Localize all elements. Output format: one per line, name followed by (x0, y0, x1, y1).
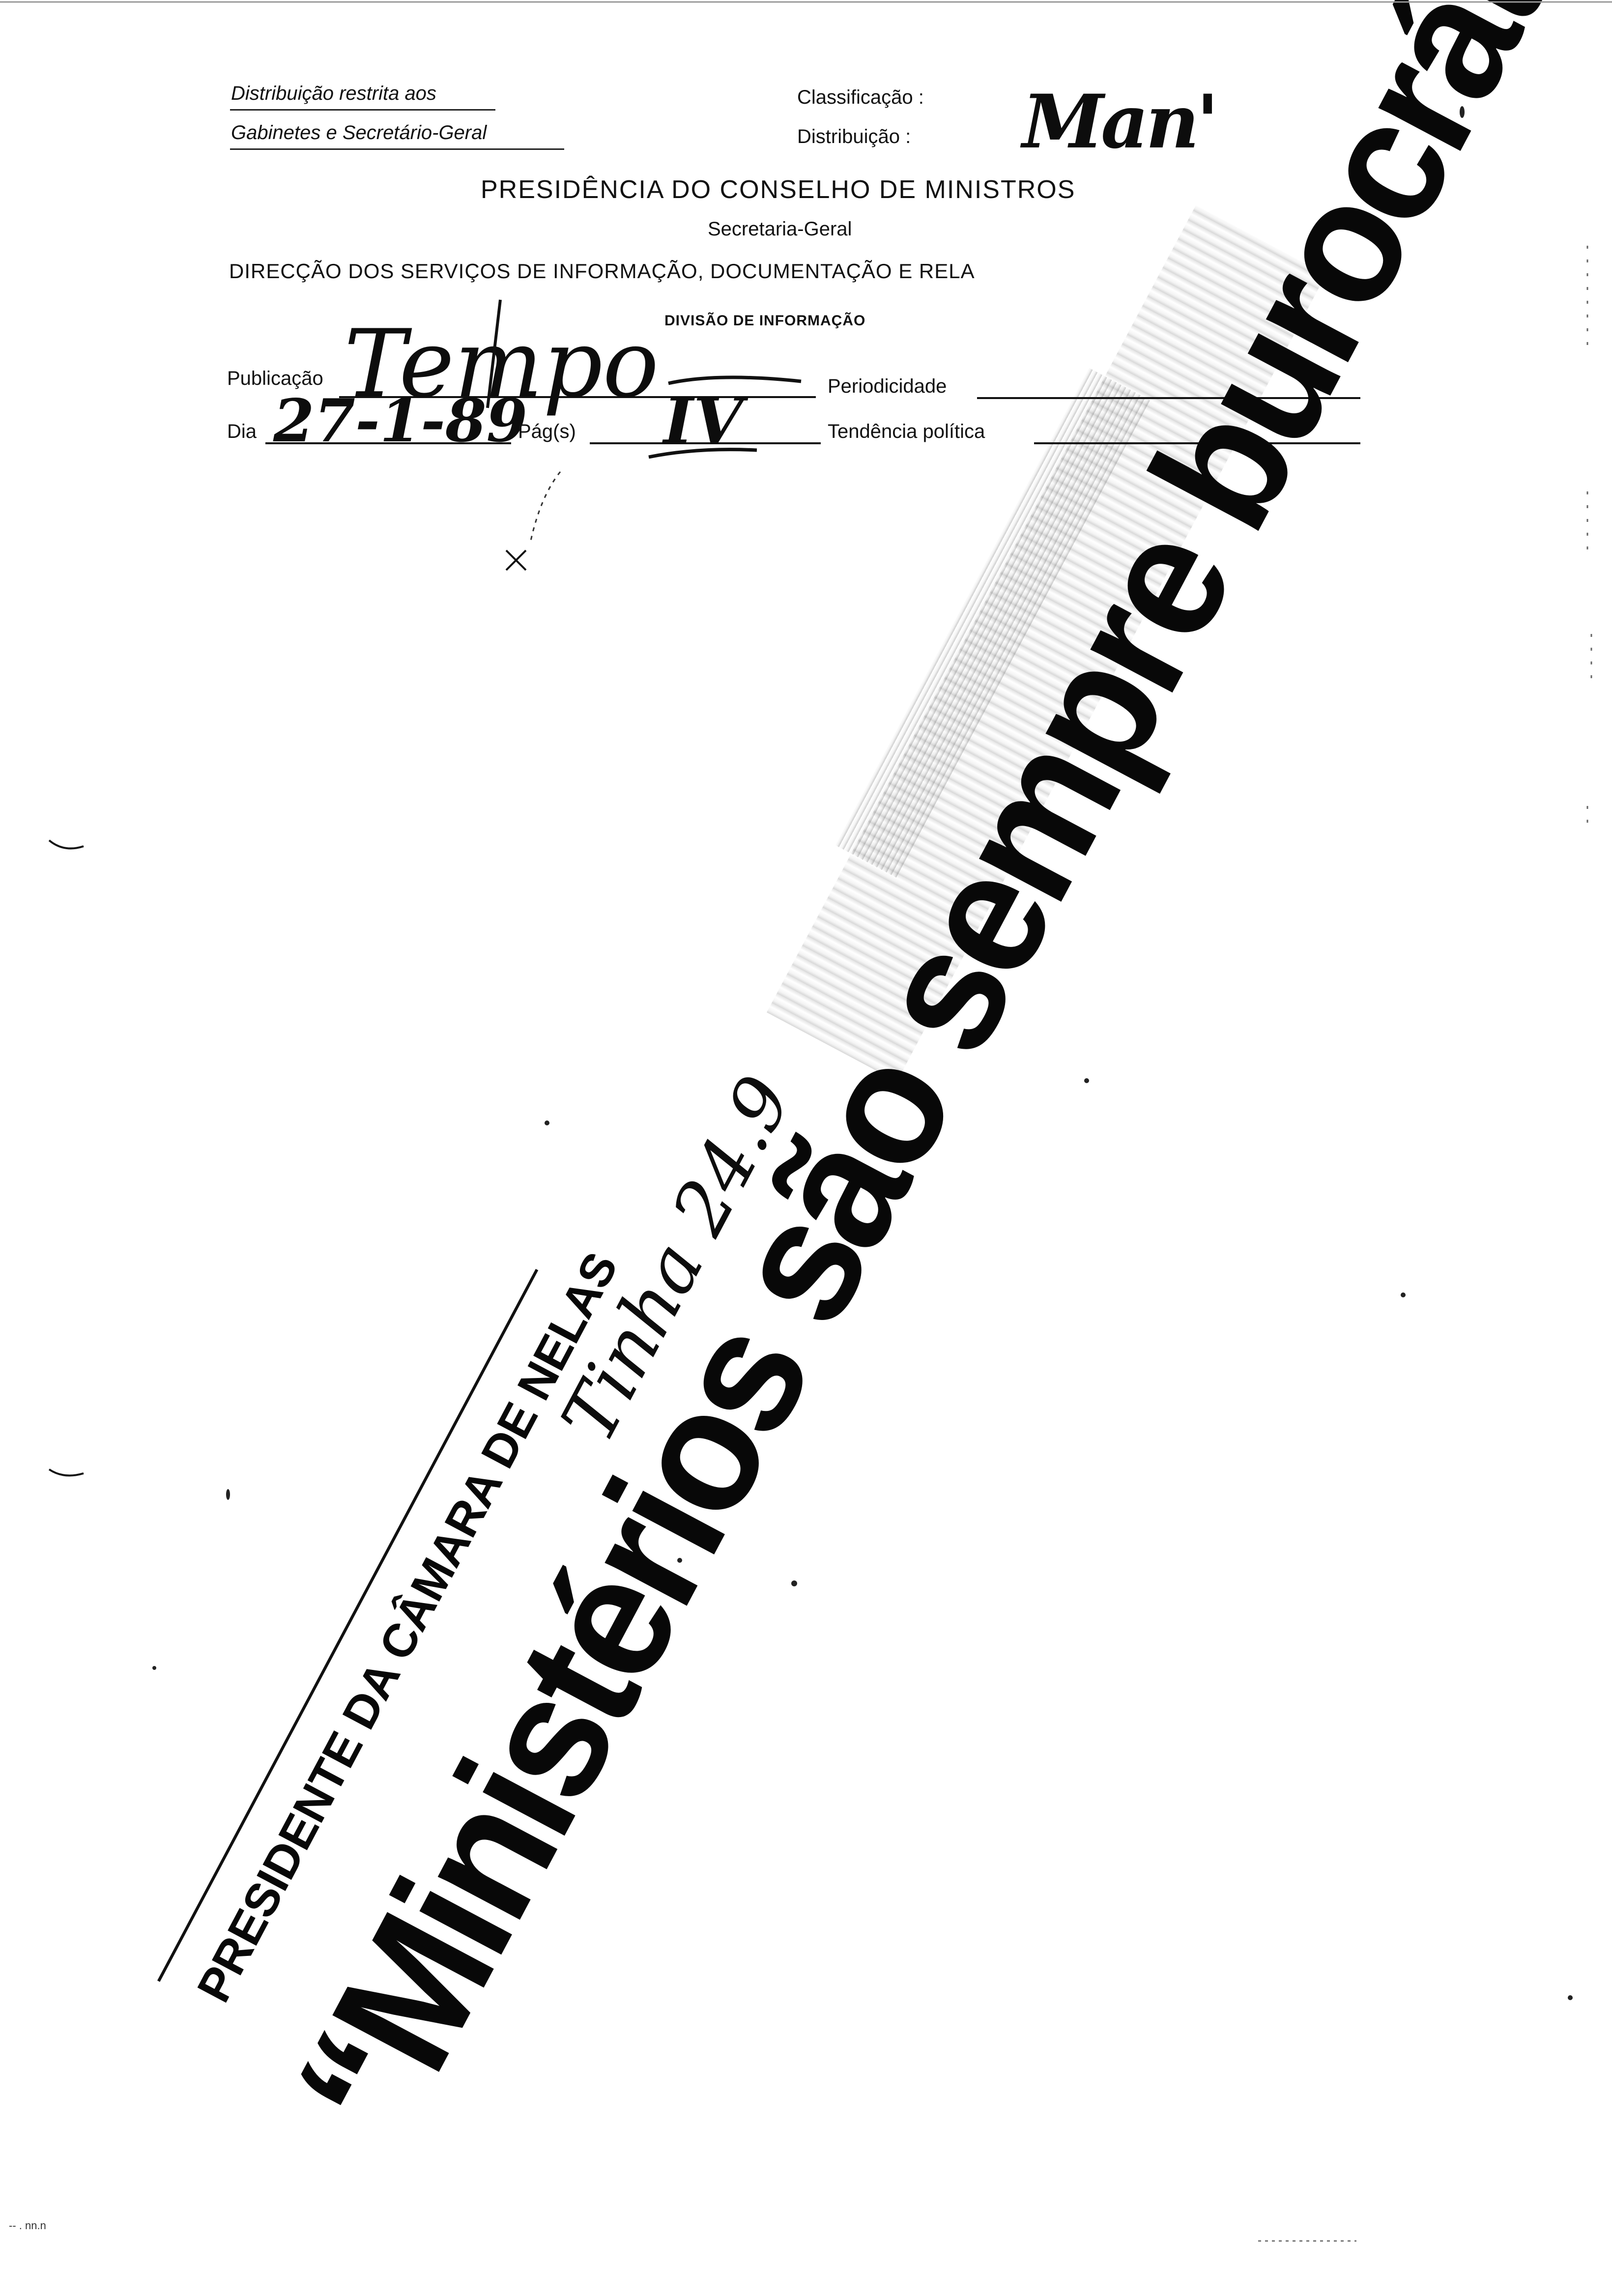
corner-mark: -- . nn.n (9, 2219, 46, 2232)
classificacao-handwritten: Man' (1022, 79, 1219, 165)
dia-label: Dia (227, 421, 257, 442)
pags-value: IV (663, 383, 743, 459)
tendencia-line (1034, 442, 1360, 444)
speck (1460, 106, 1465, 118)
pags-label: Pág(s) (518, 421, 576, 442)
divider (230, 109, 495, 111)
distribuicao-label: Distribuição : (797, 126, 911, 147)
distribution-note-line1: Distribuição restrita aos (231, 83, 436, 104)
dia-line (265, 442, 511, 444)
speck (545, 1120, 549, 1125)
distribution-note-line2: Gabinetes e Secretário-Geral (231, 122, 487, 144)
publicacao-line (339, 396, 816, 398)
speck (1084, 1078, 1089, 1083)
publicacao-value: Tempo (344, 310, 659, 418)
speck (1568, 1995, 1573, 2000)
periodicidade-line (977, 397, 1360, 399)
pags-line (590, 442, 821, 444)
periodicidade-label: Periodicidade (828, 375, 947, 397)
classificacao-label: Classificação : (797, 86, 924, 108)
publicacao-label: Publicação (227, 368, 323, 389)
pen-strokes (486, 299, 802, 571)
dia-value: 27-1-89 (273, 386, 528, 456)
divider (230, 148, 564, 150)
speck (226, 1489, 230, 1500)
speck (677, 1558, 682, 1563)
speck (791, 1580, 797, 1586)
org-subtitle: Secretaria-Geral (708, 218, 852, 240)
speck (1401, 1292, 1406, 1297)
division: DIVISÃO DE INFORMAÇÃO (664, 313, 866, 329)
speck (152, 1666, 156, 1670)
directorate: DIRECÇÃO DOS SERVIÇOS DE INFORMAÇÃO, DOC… (229, 259, 975, 283)
tendencia-label: Tendência política (828, 421, 985, 442)
org-title: PRESIDÊNCIA DO CONSELHO DE MINISTROS (481, 175, 1076, 204)
